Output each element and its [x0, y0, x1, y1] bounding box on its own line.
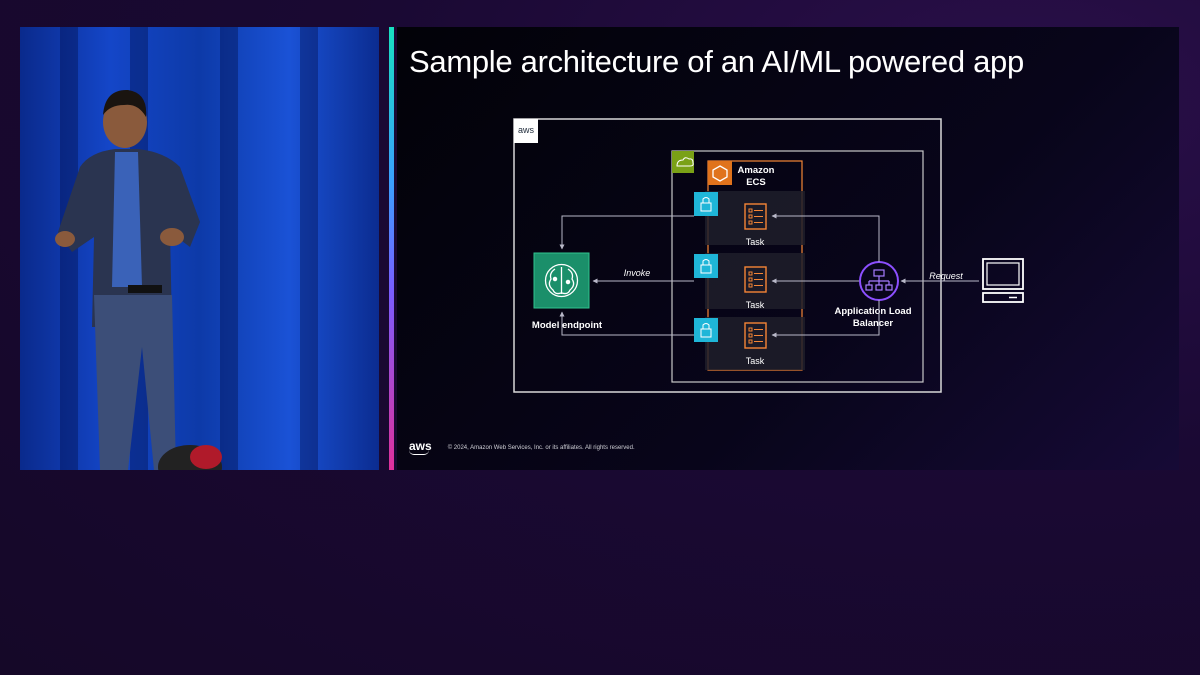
alb-label-line2: Balancer — [853, 318, 893, 329]
vpc-boundary — [671, 150, 924, 383]
accent-divider — [389, 27, 394, 470]
task-label: Task — [746, 237, 765, 247]
speaker-video-feed — [20, 27, 379, 470]
task-icon — [744, 322, 767, 349]
ecs-label-line1: Amazon — [738, 165, 775, 176]
task-label: Task — [746, 356, 765, 366]
speaker-figure — [55, 89, 222, 470]
security-group-icon — [694, 254, 718, 278]
ecs-hex-icon — [712, 165, 728, 182]
slide-title: Sample architecture of an AI/ML powered … — [409, 44, 1024, 79]
connection-arrows — [559, 213, 979, 338]
slide-footer: aws © 2024, Amazon Web Services, Inc. or… — [409, 439, 635, 455]
architecture-diagram: aws Amazon ECS Task — [513, 118, 1024, 393]
security-group-icon — [694, 192, 718, 216]
task-icon — [744, 203, 767, 230]
alb-label-line1: Application Load — [834, 306, 911, 317]
vpc-icon — [672, 151, 694, 173]
aws-cloud-icon — [514, 119, 538, 143]
task-row-1: Task — [694, 191, 805, 247]
vpc-cloud-icon — [676, 157, 694, 167]
request-label: Request — [929, 271, 963, 281]
aws-footer-logo: aws — [409, 439, 432, 455]
aws-cloud-logo: aws — [518, 125, 535, 135]
model-endpoint-icon — [533, 252, 590, 309]
aws-cloud-boundary — [513, 118, 942, 393]
client-computer-icon — [982, 258, 1024, 303]
ecs-label-line2: ECS — [746, 177, 766, 188]
load-balancer-icon — [865, 269, 893, 291]
task-icon — [744, 266, 767, 293]
brain-icon — [544, 263, 579, 298]
invoke-label: Invoke — [624, 268, 651, 278]
task-label: Task — [746, 300, 765, 310]
model-endpoint-label: Model endpoint — [532, 320, 603, 331]
task-row-3: Task — [694, 317, 805, 370]
security-group-icon — [694, 318, 718, 342]
presentation-slide: Sample architecture of an AI/ML powered … — [397, 27, 1179, 470]
copyright-notice: © 2024, Amazon Web Services, Inc. or its… — [447, 445, 635, 451]
